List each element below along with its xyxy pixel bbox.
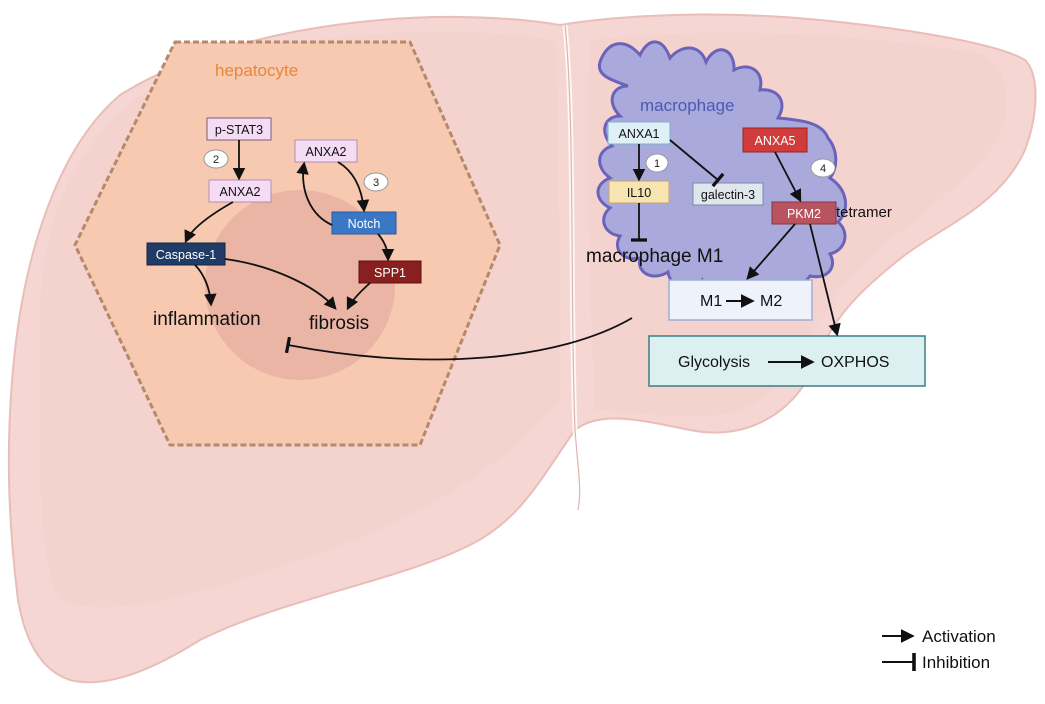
metabolism-to: OXPHOS: [821, 354, 889, 371]
node-il10-label: IL10: [627, 186, 651, 200]
marker-4: 4: [810, 158, 836, 178]
arrow-pkm2-metabolism: [809, 223, 841, 337]
marker-3: 3: [363, 172, 389, 192]
inhibit-macrophage-fibrosis: [284, 317, 633, 361]
marker-4-label: 4: [820, 163, 826, 175]
arrow-notch-anxa2: [296, 161, 333, 226]
label-tetramer: tetramer: [836, 204, 892, 221]
node-spp1-label: SPP1: [374, 266, 406, 280]
legend-inhibition-label: Inhibition: [922, 653, 990, 672]
marker-3-label: 3: [373, 177, 379, 189]
node-anxa2-left-label: ANXA2: [220, 185, 261, 199]
hepatocyte-title: hepatocyte: [215, 61, 298, 80]
node-pstat3: p-STAT3: [206, 117, 272, 141]
node-galectin3: galectin-3: [692, 182, 764, 206]
node-notch: Notch: [331, 211, 397, 235]
label-fibrosis: fibrosis: [309, 313, 369, 334]
polarization-box: M1 M2: [668, 279, 813, 321]
arrow-anxa2-caspase1: [184, 201, 234, 244]
arrow-caspase1-inflammation: [194, 264, 217, 307]
inhibit-anxa1-galectin3: [669, 139, 725, 188]
node-caspase1-label: Caspase-1: [156, 248, 216, 262]
marker-1: 1: [645, 153, 669, 173]
node-il10: IL10: [608, 180, 670, 204]
legend: Activation Inhibition: [882, 627, 996, 672]
macrophage-title: macrophage: [640, 96, 735, 115]
hepatocyte-nucleus: [205, 190, 395, 380]
node-pstat3-label: p-STAT3: [215, 123, 263, 137]
marker-2-label: 2: [213, 154, 219, 166]
arrow-anxa5-pkm2: [774, 151, 802, 203]
node-pkm2: PKM2: [771, 201, 837, 225]
node-anxa5-label: ANXA5: [755, 134, 796, 148]
marker-1-label: 1: [654, 158, 660, 170]
metabolism-box: Glycolysis OXPHOS: [648, 335, 926, 387]
hepatocyte-cell: hepatocyte: [73, 40, 502, 447]
arrow-caspase1-fibrosis: [224, 258, 337, 310]
polarization-to: M2: [760, 293, 782, 310]
label-inflammation: inflammation: [153, 309, 261, 330]
label-macrophage-m1: macrophage M1: [586, 246, 723, 267]
falciform-ligament-edge: [564, 24, 581, 511]
node-anxa1: ANXA1: [607, 121, 671, 145]
metabolism-from: Glycolysis: [678, 354, 750, 371]
node-anxa2-right-label: ANXA2: [306, 145, 347, 159]
hepatocyte-arrows: [184, 140, 395, 311]
node-spp1: SPP1: [358, 260, 422, 284]
marker-2: 2: [203, 149, 229, 169]
arrow-anxa2-notch: [337, 161, 370, 213]
node-galectin3-label: galectin-3: [701, 188, 755, 202]
node-caspase1: Caspase-1: [146, 242, 226, 266]
node-anxa2-left: ANXA2: [208, 179, 272, 203]
macrophage-arrows: [284, 139, 841, 361]
arrow-notch-spp1: [377, 233, 395, 262]
legend-activation-label: Activation: [922, 627, 996, 646]
arrow-pkm2-m1m2: [746, 223, 796, 280]
node-anxa2-right: ANXA2: [294, 139, 358, 163]
polarization-from: M1: [700, 293, 722, 310]
node-anxa5: ANXA5: [742, 127, 808, 153]
node-notch-label: Notch: [348, 217, 381, 231]
node-pkm2-label: PKM2: [787, 207, 821, 221]
arrow-spp1-fibrosis: [346, 282, 371, 311]
node-anxa1-label: ANXA1: [619, 127, 660, 141]
